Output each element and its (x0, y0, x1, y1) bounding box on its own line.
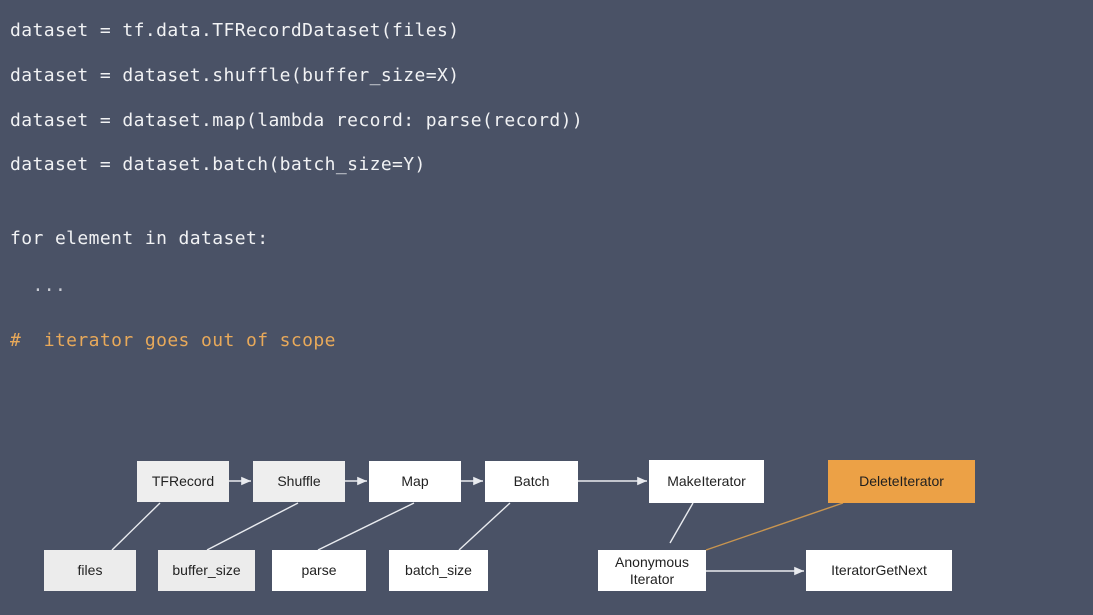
edge-parse-to-map (317, 502, 415, 551)
code-line-shuffle: dataset = dataset.shuffle(buffer_size=X) (10, 65, 460, 86)
node-iteratorgetnext: IteratorGetNext (806, 550, 952, 591)
node-files: files (44, 550, 136, 591)
edge-batchsize-to-batch (458, 502, 511, 551)
code-comment: # iterator goes out of scope (10, 330, 336, 351)
node-tfrecord: TFRecord (137, 461, 229, 502)
code-line-batch: dataset = dataset.batch(batch_size=Y) (10, 154, 426, 175)
node-batch-size: batch_size (389, 550, 488, 591)
node-map: Map (369, 461, 461, 502)
node-buffer-size: buffer_size (158, 550, 255, 591)
node-shuffle: Shuffle (253, 461, 345, 502)
edge-anoniterator-to-deleteiterator (705, 502, 844, 551)
node-anonymous-iterator: Anonymous Iterator (598, 550, 706, 591)
node-makeiterator: MakeIterator (649, 460, 764, 503)
edge-files-to-tfrecord (111, 502, 161, 551)
node-batch: Batch (485, 461, 578, 502)
node-deleteiterator: DeleteIterator (828, 460, 975, 503)
edge-buffersize-to-shuffle (206, 502, 299, 551)
code-line-ellipsis: ... (10, 275, 67, 296)
code-line-map: dataset = dataset.map(lambda record: par… (10, 110, 584, 131)
code-line-tfrecord-dataset: dataset = tf.data.TFRecordDataset(files) (10, 20, 460, 41)
code-line-for-loop: for element in dataset: (10, 228, 269, 249)
edge-anoniterator-to-makeiterator (669, 502, 694, 544)
node-parse: parse (272, 550, 366, 591)
